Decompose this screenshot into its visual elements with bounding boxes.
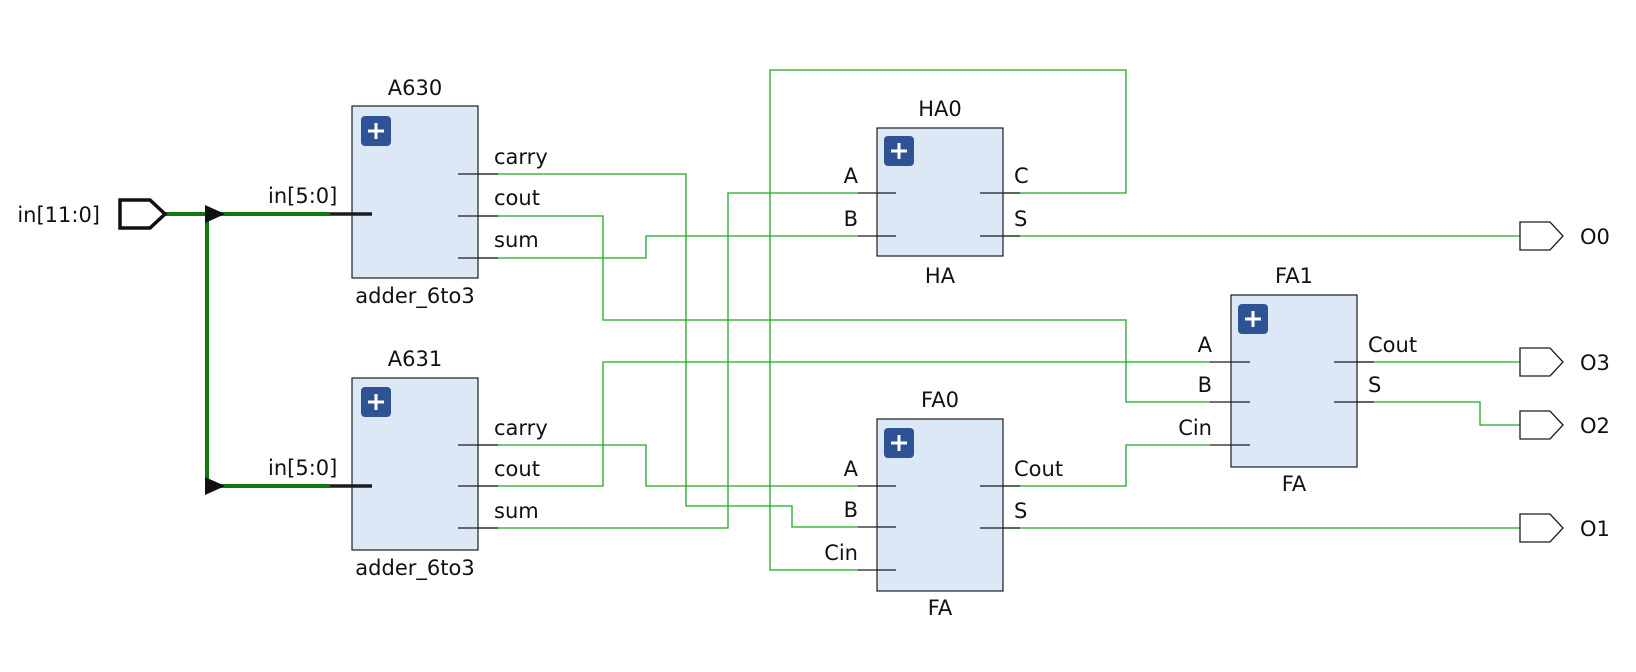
cell-fa0[interactable]: FA0 FA A B Cin Cout S [824, 388, 1063, 620]
cell-a631-name: A631 [388, 347, 442, 371]
output-port-label: O3 [1580, 351, 1610, 375]
cell-a631-type: adder_6to3 [355, 556, 474, 581]
pin-label-a: A [844, 164, 859, 188]
cell-fa1[interactable]: FA1 FA A B Cin Cout S [1178, 264, 1417, 496]
pin-label-carry: carry [494, 145, 548, 169]
expand-button[interactable] [1238, 304, 1268, 334]
input-port-symbol[interactable] [118, 198, 168, 230]
pin-label-cin: Cin [824, 541, 858, 565]
expand-button[interactable] [361, 387, 391, 417]
cell-ha0-type: HA [925, 264, 956, 288]
pin-label-b: B [1198, 373, 1212, 397]
cell-fa1-type: FA [1282, 472, 1307, 496]
net-ha0-c[interactable] [769, 69, 1127, 571]
net-a631-carry[interactable] [478, 444, 858, 487]
input-port[interactable]: in[11:0] [17, 198, 168, 230]
cell-a630[interactable]: A630 adder_6to3 in[5:0] carry cout sum [268, 76, 548, 309]
pin-label-carry: carry [494, 416, 548, 440]
cell-fa0-name: FA0 [921, 388, 959, 412]
expand-button[interactable] [884, 428, 914, 458]
net-a630-sum[interactable] [478, 235, 858, 259]
cell-fa0-type: FA [928, 596, 953, 620]
cell-a631[interactable]: A631 adder_6to3 in[5:0] carry cout sum [268, 347, 548, 581]
pin-label-in: in[5:0] [268, 184, 337, 208]
pin-label-cout: Cout [1014, 457, 1063, 481]
pin-label-b: B [844, 207, 858, 231]
input-port-label: in[11:0] [17, 203, 100, 227]
cell-ha0-name: HA0 [918, 97, 962, 121]
pin-label-c: C [1014, 164, 1029, 188]
net-fa0-cout[interactable] [1000, 444, 1210, 487]
cell-a630-name: A630 [388, 76, 442, 100]
net-a630-cout[interactable] [478, 215, 1210, 403]
pin-label-s: S [1368, 373, 1381, 397]
output-port-o0[interactable]: O0 [1519, 221, 1610, 251]
bus-arrow-icon [205, 205, 225, 223]
net-fa1-s[interactable] [1354, 401, 1520, 426]
pin-label-s: S [1014, 207, 1027, 231]
cell-ha0[interactable]: HA0 HA A B C S [844, 97, 1029, 288]
cell-a630-type: adder_6to3 [355, 284, 474, 309]
output-port-o1[interactable]: O1 [1519, 513, 1610, 543]
output-port-label: O1 [1580, 517, 1610, 541]
pin-label-cin: Cin [1178, 416, 1212, 440]
net-a631-sum[interactable] [478, 192, 858, 529]
expand-button[interactable] [884, 136, 914, 166]
pin-label-cout: Cout [1368, 333, 1417, 357]
pin-label-in: in[5:0] [268, 456, 337, 480]
expand-button[interactable] [361, 116, 391, 146]
output-port-symbol[interactable] [1519, 221, 1564, 251]
pin-label-b: B [844, 498, 858, 522]
pin-label-sum: sum [494, 499, 539, 523]
net-a630-carry[interactable] [478, 173, 858, 528]
pin-label-s: S [1014, 499, 1027, 523]
pin-label-a: A [844, 457, 859, 481]
output-port-label: O0 [1580, 225, 1610, 249]
cell-fa1-name: FA1 [1275, 264, 1313, 288]
pin-label-cout: cout [494, 186, 540, 210]
pin-label-a: A [1198, 333, 1213, 357]
output-port-symbol[interactable] [1519, 513, 1564, 543]
input-bus[interactable] [160, 212, 220, 488]
nets [160, 69, 1520, 571]
output-port-o3[interactable]: O3 [1519, 347, 1610, 377]
output-port-o2[interactable]: O2 [1519, 410, 1610, 440]
bus-arrow-icon [205, 477, 225, 495]
pin-label-cout: cout [494, 457, 540, 481]
output-port-symbol[interactable] [1519, 410, 1564, 440]
pin-label-sum: sum [494, 228, 539, 252]
net-a631-cout[interactable] [478, 361, 1210, 487]
output-port-label: O2 [1580, 414, 1610, 438]
output-port-symbol[interactable] [1519, 347, 1564, 377]
